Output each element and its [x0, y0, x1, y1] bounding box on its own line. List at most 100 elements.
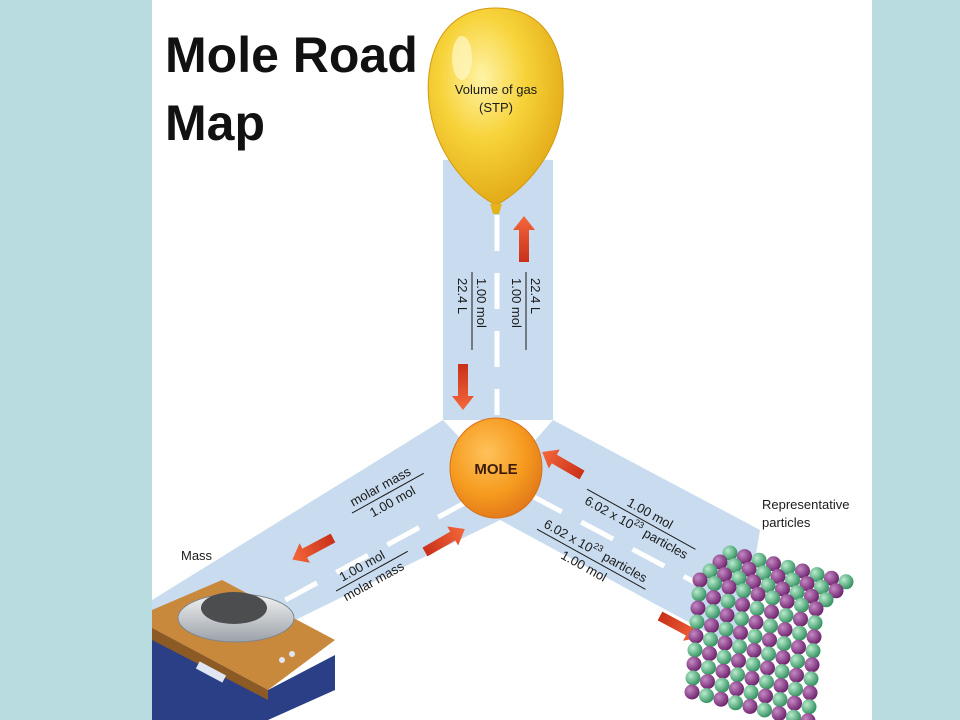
green-atom [772, 692, 788, 708]
purple-atom [717, 567, 732, 583]
particles-road-centerline [528, 492, 702, 588]
purple-atom [764, 604, 779, 620]
purple-atom [824, 570, 839, 586]
particles-label-line2: particles [762, 515, 811, 530]
green-atom [732, 639, 747, 655]
purple-atom [793, 611, 808, 627]
balance-button-1 [279, 657, 285, 663]
green-atom [730, 667, 745, 683]
purple-atom [700, 674, 715, 690]
green-atom [805, 643, 821, 659]
purple-atom [688, 628, 704, 644]
from-particles-fraction-bar [586, 488, 696, 550]
purple-atom [702, 646, 717, 662]
purple-atom [779, 594, 795, 610]
green-atom [702, 563, 718, 579]
purple-atom [804, 657, 820, 673]
purple-atom [721, 579, 737, 595]
balance-top-edge [152, 628, 268, 700]
purple-atom [737, 549, 752, 565]
purple-atom [746, 574, 761, 590]
purple-atom [717, 635, 733, 651]
green-atom [705, 604, 720, 620]
green-atom [714, 677, 730, 693]
from-gas-numerator: 1.00 mol [474, 278, 489, 328]
to-particles-numerator-exp: 23 [592, 540, 606, 554]
to-gas-denominator: 1.00 mol [509, 278, 524, 328]
purple-atom [770, 568, 786, 584]
green-atom [761, 646, 776, 662]
green-atom [789, 585, 805, 601]
purple-atom [789, 667, 804, 683]
arrow-from-particles [542, 449, 585, 480]
mole-circle [449, 417, 543, 519]
to-particles-fraction-bar [536, 528, 646, 590]
to-gas-numerator: 22.4 L [528, 278, 543, 314]
purple-atom [766, 556, 781, 572]
green-atom [814, 579, 829, 595]
green-atom [759, 674, 774, 690]
green-atom [780, 559, 796, 575]
purple-atom [712, 554, 728, 570]
green-atom [749, 600, 765, 616]
green-atom [716, 649, 732, 665]
balance-button-2 [289, 651, 295, 657]
particle-lattice [684, 545, 854, 720]
purple-atom [741, 561, 757, 577]
gas-balloon: Volume of gas (STP) [427, 7, 564, 214]
green-atom [776, 636, 792, 652]
from-mass-fraction-bar [335, 550, 408, 592]
purple-atom [799, 576, 815, 592]
purple-atom [744, 670, 760, 686]
purple-atom [719, 607, 735, 623]
green-atom [786, 709, 801, 720]
purple-atom [777, 622, 793, 638]
green-atom [731, 570, 747, 586]
purple-atom [742, 698, 758, 714]
mole-node: MOLE [449, 417, 543, 519]
purple-atom [791, 639, 806, 655]
green-atom [691, 586, 707, 602]
purple-atom [787, 695, 802, 711]
arrow-from-mass [422, 526, 465, 557]
purple-atom [686, 656, 702, 672]
green-atom [747, 628, 763, 644]
green-atom [818, 592, 834, 608]
green-atom [689, 614, 705, 630]
green-atom [720, 593, 736, 609]
particles-label-line1: Representative [762, 497, 849, 512]
purple-atom [750, 586, 766, 602]
green-atom [718, 621, 734, 637]
purple-atom [795, 563, 810, 579]
from-gas-factor: 1.00 mol 22.4 L [455, 272, 489, 350]
mass-road-centerline [228, 497, 472, 633]
green-atom [751, 552, 767, 568]
green-atom [728, 695, 743, 711]
purple-atom [804, 588, 819, 604]
green-atom [763, 618, 778, 634]
green-atom [701, 660, 716, 676]
gas-label-line1: Volume of gas [455, 82, 538, 97]
purple-atom [828, 583, 844, 599]
purple-atom [773, 678, 789, 694]
green-atom [801, 699, 817, 715]
green-atom [760, 577, 776, 593]
purple-atom [731, 653, 746, 669]
purple-atom [684, 684, 700, 700]
purple-atom [800, 713, 816, 720]
green-atom [734, 611, 749, 627]
green-atom [745, 656, 761, 672]
from-particles-denominator-exp: 23 [632, 517, 646, 531]
purple-atom [760, 660, 775, 676]
purple-atom [775, 581, 790, 597]
purple-atom [706, 590, 721, 606]
mole-label: MOLE [474, 461, 517, 478]
arrow-to-mass [292, 533, 336, 563]
arrow-from-gas [452, 364, 474, 410]
green-atom [722, 545, 738, 561]
balance-illustration [152, 580, 335, 720]
purple-atom [808, 601, 824, 617]
purple-atom [758, 688, 773, 704]
purple-atom [746, 642, 762, 658]
